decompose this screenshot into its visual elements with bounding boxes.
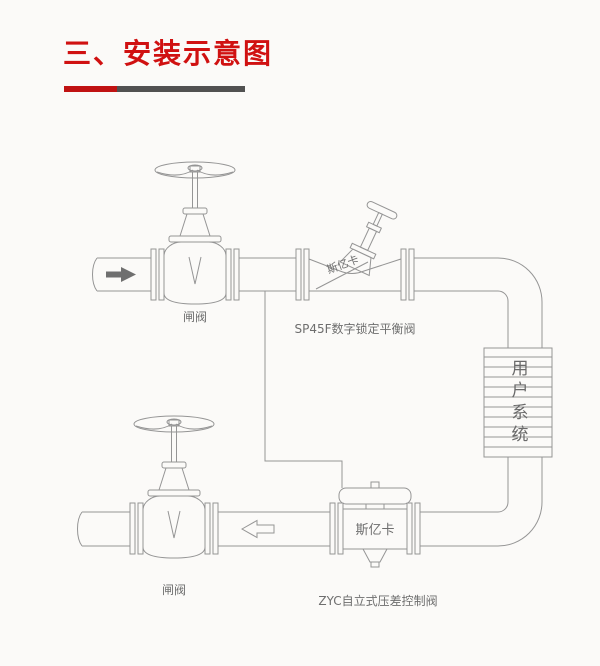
zyc-valve: 斯亿卡 (329, 481, 421, 568)
user-system-label: 用户系统 (507, 358, 528, 447)
zyc-valve-label: ZYC自立式压差控制阀 (318, 593, 437, 608)
top-elbow-inner (497, 290, 509, 348)
balance-valve-label: SP45F数字锁定平衡阀 (294, 321, 415, 336)
balance-valve-stem (339, 200, 398, 277)
zyc-brand-label: 斯亿卡 (355, 523, 394, 538)
top-gate-valve-label: 闸阀 (183, 310, 207, 324)
balance-valve: 斯亿卡 (295, 200, 415, 301)
bottom-pipe (77, 457, 543, 547)
title-underline-red (64, 86, 117, 92)
user-system-box (483, 347, 553, 458)
impulse-line (264, 291, 343, 488)
zyc-actuator (338, 487, 412, 505)
bottom-elbow-inner (497, 457, 509, 513)
top-gate-valve (150, 161, 240, 305)
title-underline-gray (117, 86, 245, 92)
flow-arrow-right-icon (106, 267, 136, 282)
flow-arrow-left-icon (240, 519, 275, 539)
balance-valve-handle (366, 200, 398, 220)
top-pipe-open-end (92, 257, 98, 292)
bottom-gate-valve-label: 闸阀 (162, 583, 186, 597)
top-pipe (92, 257, 543, 348)
top-elbow-outer (497, 257, 543, 348)
bottom-elbow-outer (497, 457, 543, 547)
bottom-pipe-open-end (77, 511, 83, 547)
bottom-gate-valve (129, 415, 219, 559)
page-title: 三、安装示意图 (63, 37, 274, 70)
